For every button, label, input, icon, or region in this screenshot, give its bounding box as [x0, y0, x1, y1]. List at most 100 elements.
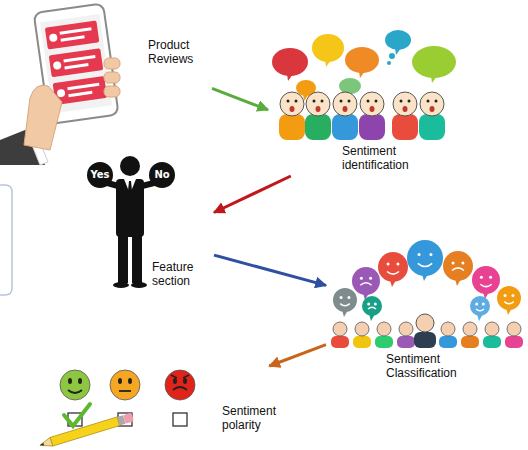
- classification-illustration-part: [377, 322, 391, 336]
- crowd-illustration-part: [295, 100, 298, 103]
- classification-illustration-part: [396, 263, 399, 266]
- classification-illustration: [331, 240, 523, 348]
- classification-illustration-part: [352, 267, 380, 295]
- crowd-illustration-part: [343, 106, 348, 112]
- classification-illustration-part: [390, 280, 396, 287]
- crowd-illustration: [272, 30, 456, 140]
- phone-illustration-part-part: [64, 63, 88, 69]
- classification-illustration-part: [407, 240, 443, 276]
- classification-illustration-part: [340, 296, 343, 299]
- businessman-illustration-part: [149, 162, 175, 188]
- polarity-illustration-part-part: [123, 413, 134, 424]
- classification-illustration-part: [461, 336, 479, 348]
- classification-illustration-part: [362, 296, 382, 316]
- crowd-illustration-part: [408, 100, 411, 103]
- crowd-illustration-part: [403, 106, 408, 112]
- classification-illustration-part: [374, 303, 377, 306]
- flow-arrow: [269, 345, 326, 366]
- crowd-illustration-part: [290, 106, 295, 112]
- classification-illustration-part: [353, 336, 371, 348]
- classification-illustration-part: [476, 309, 484, 311]
- polarity-illustration-part: [165, 370, 195, 400]
- crowd-illustration-part: [272, 48, 308, 76]
- classification-illustration-part: [497, 286, 521, 310]
- polarity-illustration-part: [64, 404, 90, 426]
- phone-illustration: [0, 3, 120, 165]
- polarity-illustration-part: [68, 390, 82, 393]
- crowd-illustration-part: [332, 114, 358, 140]
- node-label: Product Reviews: [148, 38, 193, 66]
- classification-illustration-part: [482, 303, 485, 306]
- classification-illustration-part: [418, 263, 432, 266]
- classification-illustration-part: [347, 296, 350, 299]
- node-label: Sentiment identification: [342, 144, 409, 172]
- crowd-illustration-part: [419, 114, 445, 140]
- crowd-illustration-part: [313, 100, 316, 103]
- classification-illustration-part: [369, 277, 372, 280]
- classification-illustration-part: [378, 252, 408, 282]
- crowd-illustration-part: [280, 92, 304, 116]
- classification-illustration-part: [331, 336, 349, 348]
- node-label: Sentiment Classification: [386, 352, 457, 380]
- crowd-illustration-part: [435, 100, 438, 103]
- polarity-illustration-part-part: [39, 437, 53, 449]
- classification-illustration-part: [511, 294, 514, 297]
- phone-illustration-part: [24, 85, 62, 150]
- node-label: Feature section: [152, 260, 193, 288]
- classification-illustration-part: [360, 277, 363, 280]
- crowd-illustration-part: [400, 100, 403, 103]
- crowd-illustration-part: [340, 100, 343, 103]
- classification-illustration-part: [452, 268, 464, 271]
- classification-illustration-part: [475, 303, 478, 306]
- polarity-illustration-part: [110, 370, 140, 400]
- crowd-illustration-part: [420, 92, 444, 116]
- classification-illustration-part: [455, 279, 461, 286]
- polarity-illustration-part: [119, 390, 131, 392]
- polarity-illustration-part-part: [50, 417, 120, 446]
- crowd-illustration-part: [359, 114, 385, 140]
- crowd-illustration-part: [392, 114, 418, 140]
- crowd-illustration-part: [325, 60, 331, 67]
- phone-illustration-part-part: [45, 21, 100, 50]
- polarity-illustration-part: [173, 387, 187, 390]
- polarity-illustration-part: [173, 378, 177, 384]
- classification-illustration-part: [342, 310, 348, 317]
- crowd-illustration-part: [395, 48, 401, 55]
- node-label: Sentiment polarity: [222, 404, 276, 432]
- phone-illustration-part-part: [63, 55, 95, 62]
- crowd-illustration-part: [279, 114, 305, 140]
- classification-illustration-part: [375, 336, 393, 348]
- classification-illustration-part: [483, 336, 501, 348]
- phone-illustration-part-part: [57, 89, 66, 98]
- crowd-illustration-part: [305, 114, 331, 140]
- polarity-illustration-part: [128, 378, 132, 384]
- polarity-illustration-part: [171, 375, 189, 378]
- crowd-illustration-part: [367, 100, 370, 103]
- classification-illustration-part: [340, 304, 350, 306]
- classification-illustration-part: [399, 322, 413, 336]
- crowd-illustration-part: [393, 92, 417, 116]
- classification-illustration-part: [429, 253, 432, 256]
- phone-illustration-part-part: [53, 61, 62, 70]
- crowd-illustration-part: [389, 53, 395, 59]
- classification-illustration-part: [463, 322, 477, 336]
- classification-illustration-part: [422, 274, 428, 281]
- crowd-illustration-part: [345, 47, 379, 73]
- businessman-illustration-part: [118, 235, 128, 283]
- classification-illustration-part: [368, 307, 376, 309]
- classification-illustration-part: [355, 322, 369, 336]
- classification-illustration-part: [485, 322, 499, 336]
- polarity-illustration: [39, 370, 195, 450]
- polarity-illustration-part: [60, 370, 90, 400]
- crowd-illustration-part: [316, 106, 321, 112]
- polarity-illustration-part: [68, 378, 72, 384]
- businessman-illustration-part: [116, 179, 144, 237]
- crowd-illustration-part: [333, 92, 357, 116]
- classification-illustration-part: [505, 336, 523, 348]
- crowd-illustration-part: [431, 76, 437, 83]
